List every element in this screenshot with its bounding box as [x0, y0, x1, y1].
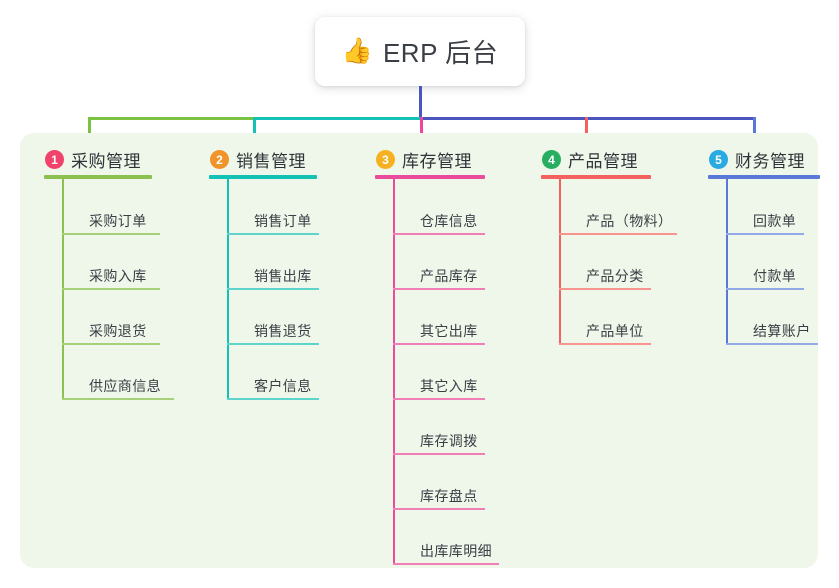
column-title-1: 采购管理: [71, 152, 141, 171]
column-badge-3: 3: [376, 150, 395, 169]
bus-segment-teal: [253, 117, 421, 120]
list-item-label: 销售退货: [254, 323, 312, 339]
list-item-rule: [726, 343, 818, 345]
column-header-rule-4: [541, 175, 651, 179]
list-item-rule: [62, 233, 160, 235]
list-item-label: 库存调拨: [420, 433, 478, 449]
list-item-label: 供应商信息: [89, 378, 161, 394]
column-header-3[interactable]: 3 库存管理: [376, 147, 472, 172]
list-item-label: 客户信息: [254, 378, 312, 394]
column-title-4: 产品管理: [568, 152, 638, 171]
list-item-label: 采购订单: [89, 213, 147, 229]
root-stem: [419, 86, 422, 120]
list-item-rule: [62, 288, 160, 290]
list-item-label: 产品分类: [586, 268, 644, 284]
column-header-rule-1: [44, 175, 152, 179]
list-item-rule: [393, 508, 485, 510]
list-item-rule: [393, 343, 485, 345]
root-node-content: 👍 ERP 后台: [342, 33, 498, 70]
thumbs-up-icon: 👍: [341, 37, 373, 65]
column-trunk-4: [559, 177, 561, 343]
column-trunk-1: [62, 177, 64, 398]
list-item-label: 回款单: [753, 213, 797, 229]
list-item-rule: [559, 233, 677, 235]
list-item-label: 采购退货: [89, 323, 147, 339]
column-header-5[interactable]: 5 财务管理: [709, 147, 805, 172]
list-item-label: 付款单: [753, 268, 797, 284]
list-item-rule: [393, 453, 485, 455]
list-item-label: 销售订单: [254, 213, 312, 229]
column-badge-4: 4: [542, 150, 561, 169]
column-title-3: 库存管理: [402, 152, 472, 171]
list-item-rule: [393, 563, 499, 565]
column-trunk-5: [726, 177, 728, 343]
column-header-4[interactable]: 4 产品管理: [542, 147, 638, 172]
list-item-label: 采购入库: [89, 268, 147, 284]
list-item-label: 结算账户: [753, 323, 811, 339]
column-title-2: 销售管理: [236, 152, 306, 171]
list-item-rule: [227, 288, 319, 290]
column-header-rule-3: [375, 175, 485, 179]
list-item-label: 库存盘点: [420, 488, 478, 504]
column-trunk-2: [227, 177, 229, 398]
list-item-label: 其它入库: [420, 378, 478, 394]
list-item-rule: [227, 398, 319, 400]
branch-panel: 1 采购管理采购订单采购入库采购退货供应商信息 2 销售管理销售订单销售出库销售退货客…: [20, 133, 820, 568]
column-header-rule-5: [708, 175, 820, 179]
list-item-rule: [726, 233, 804, 235]
list-item-rule: [62, 343, 160, 345]
root-node-erp-backend[interactable]: 👍 ERP 后台: [315, 17, 525, 86]
list-item-rule: [393, 233, 485, 235]
column-header-rule-2: [209, 175, 317, 179]
column-header-2[interactable]: 2 销售管理: [210, 147, 306, 172]
column-badge-2: 2: [210, 150, 229, 169]
list-item-rule: [393, 288, 485, 290]
list-item-label: 产品库存: [420, 268, 478, 284]
column-header-1[interactable]: 1 采购管理: [45, 147, 141, 172]
list-item-label: 其它出库: [420, 323, 478, 339]
list-item-label: 销售出库: [254, 268, 312, 284]
list-item-label: 仓库信息: [420, 213, 478, 229]
list-item-rule: [559, 343, 651, 345]
list-item-label: 产品单位: [586, 323, 644, 339]
list-item-rule: [227, 233, 319, 235]
root-node-label: ERP 后台: [382, 38, 499, 68]
list-item-rule: [227, 343, 319, 345]
list-item-label: 产品（物料）: [586, 213, 673, 229]
column-badge-5: 5: [709, 150, 728, 169]
column-badge-1: 1: [45, 150, 64, 169]
column-title-5: 财务管理: [735, 152, 805, 171]
column-trunk-3: [393, 177, 395, 563]
list-item-rule: [62, 398, 174, 400]
list-item-rule: [393, 398, 485, 400]
list-item-rule: [559, 288, 651, 290]
list-item-label: 出库库明细: [420, 543, 492, 559]
bus-segment-green: [88, 117, 254, 120]
list-item-rule: [726, 288, 804, 290]
